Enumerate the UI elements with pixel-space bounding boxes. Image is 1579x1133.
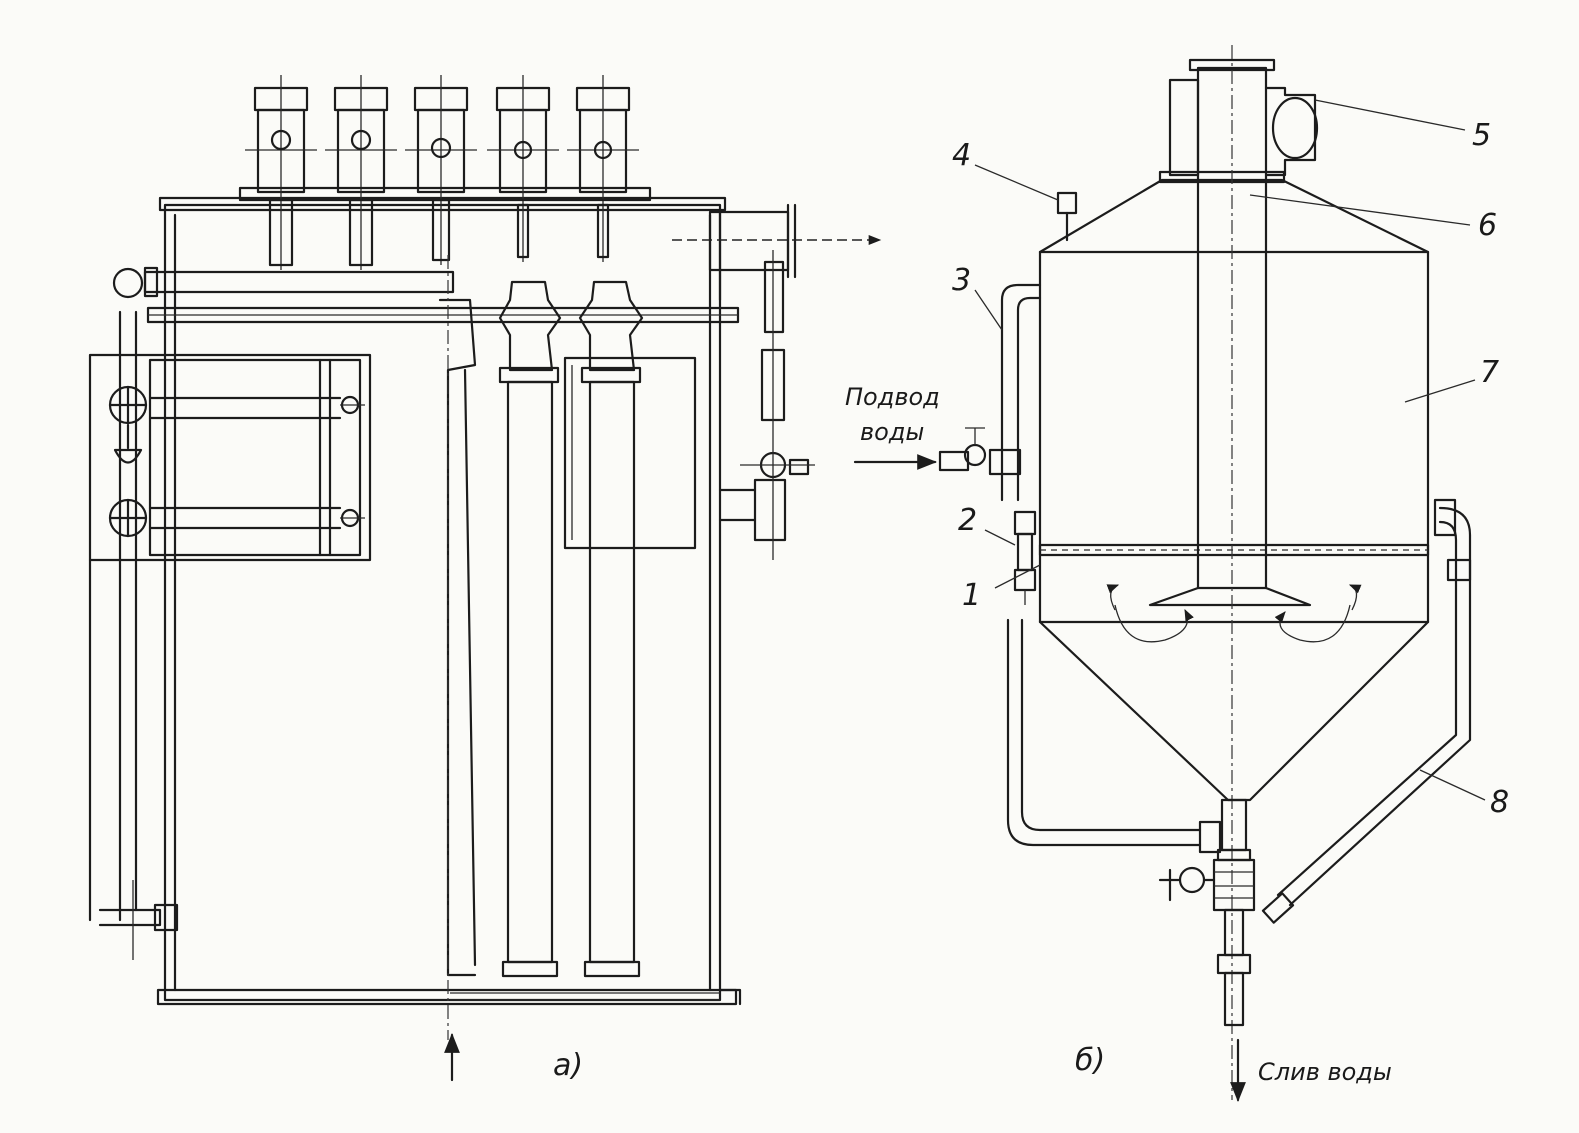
swirl-arrows [1106, 584, 1362, 643]
callout-7: 7 [1480, 355, 1499, 390]
bottom-grid [450, 992, 720, 1001]
perforated-plate [1038, 543, 1430, 557]
view-a-dust-collector: а) [88, 75, 882, 1083]
sample-valves [1013, 510, 1037, 605]
callout-3: 3 [952, 263, 971, 298]
outlet-duct [708, 203, 797, 302]
vessel-body [1038, 250, 1430, 624]
base-plate [156, 988, 738, 1006]
motor-5 [567, 75, 639, 262]
motor-1 [245, 75, 317, 270]
callout-2: 2 [958, 503, 977, 538]
water-inlet-text-1: Подвод [845, 383, 940, 411]
right-fittings [718, 250, 815, 560]
valve-handwheel-upper [108, 385, 148, 425]
valve-handwheel-lower [108, 498, 148, 538]
central-tube [1148, 58, 1319, 607]
callout-8: 8 [1490, 785, 1509, 820]
vessel-cone [1038, 620, 1430, 802]
inspection-hatch [563, 356, 697, 550]
valve-frame [88, 353, 372, 562]
vessel-roof [1038, 178, 1430, 254]
inlet-pipe [938, 283, 1042, 502]
housing-outline [163, 203, 722, 1002]
left-pipe [88, 310, 179, 960]
motor-row [238, 75, 652, 270]
leader-lines [974, 99, 1486, 801]
callout-1: 1 [962, 578, 981, 613]
cyclone-tube-2 [578, 280, 644, 978]
motor-4 [487, 75, 559, 262]
view-b-label: б) [1075, 1043, 1105, 1078]
cyclone-tube-1 [498, 280, 562, 978]
callout-4: 4 [952, 138, 971, 173]
motor-3 [405, 75, 477, 265]
cyclone-tubes [438, 280, 644, 978]
motor-2 [325, 75, 397, 270]
callout-5: 5 [1472, 118, 1491, 153]
callout-6: 6 [1478, 208, 1497, 243]
view-b-wet-collector: 1 2 3 4 5 6 7 8 Подвод воды Слив воды б) [845, 45, 1509, 1102]
left-drain-pipe [1006, 618, 1222, 854]
view-a-label: а) [553, 1048, 583, 1083]
header-pipes [112, 266, 740, 324]
level-gauge [1056, 191, 1078, 242]
water-drain-text: Слив воды [1258, 1058, 1392, 1086]
overflow-pipe [1261, 498, 1472, 924]
drain-assembly [1158, 798, 1256, 1027]
water-inlet-text-2: воды [860, 418, 924, 446]
